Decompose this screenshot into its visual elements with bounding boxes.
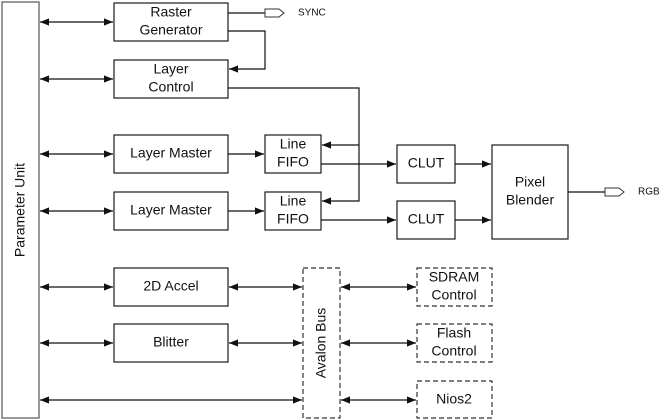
line-fifo-label-1b: FIFO — [277, 154, 309, 170]
clut-label-2: CLUT — [408, 211, 445, 227]
avalon-bus-block: Avalon Bus — [302, 267, 341, 419]
blitter-label: Blitter — [153, 334, 189, 350]
raster-generator-label-2: Generator — [139, 22, 202, 38]
rgb-port-label: RGB — [638, 187, 660, 198]
line-fifo-label-2a: Line — [280, 193, 307, 209]
2d-accel-block: 2D Accel — [113, 267, 229, 307]
clut-block-2: CLUT — [396, 200, 456, 240]
line-fifo-label-2b: FIFO — [277, 211, 309, 227]
layer-master-block-2: Layer Master — [113, 191, 229, 231]
sdram-control-label-2: Control — [431, 287, 476, 303]
pixel-blender-label-2: Blender — [506, 192, 555, 208]
parameter-unit-block: Parameter Unit — [1, 1, 40, 419]
rgb-port-icon — [604, 187, 625, 197]
flash-control-label-1: Flash — [437, 325, 471, 341]
pixel-blender-label-1: Pixel — [515, 174, 545, 190]
line-fifo-block-2: Line FIFO — [264, 191, 322, 231]
parameter-unit-label: Parameter Unit — [12, 163, 28, 257]
layer-master-label-1: Layer Master — [130, 145, 212, 161]
layer-master-label-2: Layer Master — [130, 202, 212, 218]
sync-port-label: SYNC — [298, 8, 326, 19]
link-layer-control-fifo-2 — [322, 145, 360, 205]
link-layer-control-bus — [228, 87, 360, 145]
2d-accel-label: 2D Accel — [143, 278, 198, 294]
sdram-control-block: SDRAM Control — [416, 267, 493, 307]
blitter-block: Blitter — [113, 323, 229, 363]
clut-block-1: CLUT — [396, 144, 456, 184]
layer-control-block: Layer Control — [113, 59, 229, 99]
avalon-bus-label: Avalon Bus — [313, 308, 329, 379]
sdram-control-label-1: SDRAM — [429, 269, 480, 285]
layer-control-label-1: Layer — [153, 61, 188, 77]
clut-label-1: CLUT — [408, 155, 445, 171]
line-fifo-block-1: Line FIFO — [264, 134, 322, 174]
raster-generator-label-1: Raster — [150, 4, 192, 20]
flash-control-block: Flash Control — [416, 323, 493, 363]
flash-control-label-2: Control — [431, 343, 476, 359]
layer-control-label-2: Control — [148, 79, 193, 95]
link-raster-layer-control — [228, 30, 266, 73]
sync-port-icon — [264, 8, 285, 18]
layer-master-block-1: Layer Master — [113, 134, 229, 174]
line-fifo-label-1a: Line — [280, 136, 307, 152]
nios2-label: Nios2 — [436, 391, 472, 407]
raster-generator-block: Raster Generator — [113, 2, 229, 42]
pixel-blender-block: Pixel Blender — [491, 144, 569, 240]
nios2-block: Nios2 — [416, 380, 493, 419]
